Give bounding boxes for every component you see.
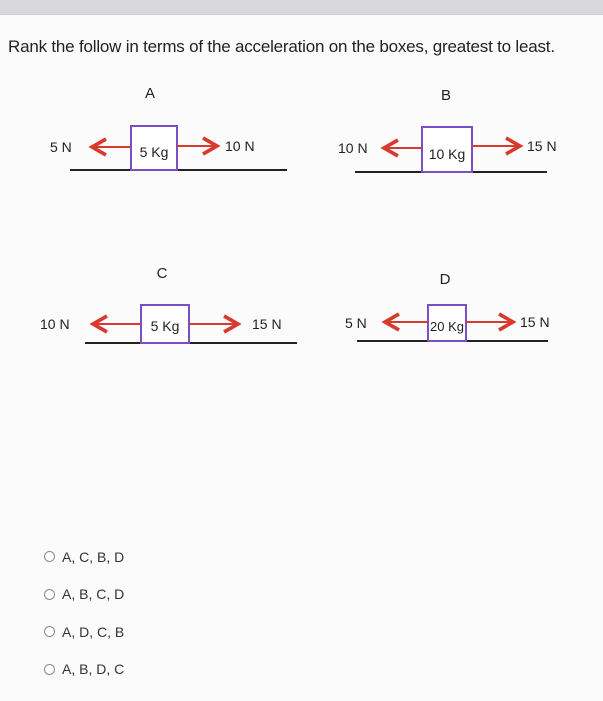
force-diagrams: A 5 Kg 5 N 10 N B 10 Kg 10 N 15 N C 5 Kg… <box>40 85 557 344</box>
radio-button[interactable] <box>44 663 55 675</box>
box-mass-label: 10 Kg <box>429 146 466 162</box>
scenario-a: A 5 Kg 5 N 10 N <box>50 85 287 171</box>
option-label: A, B, C, D <box>62 586 125 603</box>
question-card: Rank the follow in terms of the accelera… <box>0 14 603 701</box>
option-2[interactable]: A, B, C, D <box>44 576 124 614</box>
left-force-label: 10 N <box>40 316 70 332</box>
right-force-label: 15 N <box>527 138 557 154</box>
option-3[interactable]: A, D, C, B <box>44 613 124 651</box>
scenario-letter: A <box>145 85 155 102</box>
question-text: Rank the follow in terms of the accelera… <box>8 37 555 56</box>
right-force-label: 10 N <box>225 138 255 154</box>
radio-button[interactable] <box>44 551 55 563</box>
scenario-c: C 5 Kg 10 N 15 N <box>40 265 297 344</box>
scenario-b: B 10 Kg 10 N 15 N <box>338 87 557 173</box>
box-mass-label: 20 Kg <box>430 319 464 334</box>
box-mass-label: 5 Kg <box>140 144 169 160</box>
left-force-label: 10 N <box>338 140 368 156</box>
scenario-letter: D <box>440 271 451 288</box>
left-force-label: 5 N <box>50 139 72 155</box>
option-label: A, D, C, B <box>62 623 125 640</box>
option-label: A, C, B, D <box>62 548 125 565</box>
scenario-d: D 20 Kg 5 N 15 N <box>345 271 550 342</box>
scenario-letter: B <box>441 87 451 104</box>
box <box>421 126 473 173</box>
radio-button[interactable] <box>44 588 55 600</box>
scenario-letter: C <box>157 265 168 282</box>
box <box>427 304 467 342</box>
radio-button[interactable] <box>44 626 55 638</box>
option-1[interactable]: A, C, B, D <box>44 538 124 576</box>
answer-options: A, C, B, D A, B, C, D A, D, C, B A, B, D… <box>44 538 124 688</box>
right-force-label: 15 N <box>520 314 550 330</box>
option-label: A, B, D, C <box>62 661 125 678</box>
right-force-label: 15 N <box>252 316 282 332</box>
left-force-label: 5 N <box>345 315 367 331</box>
box <box>130 125 178 171</box>
box-mass-label: 5 Kg <box>151 318 180 334</box>
option-4[interactable]: A, B, D, C <box>44 651 124 689</box>
